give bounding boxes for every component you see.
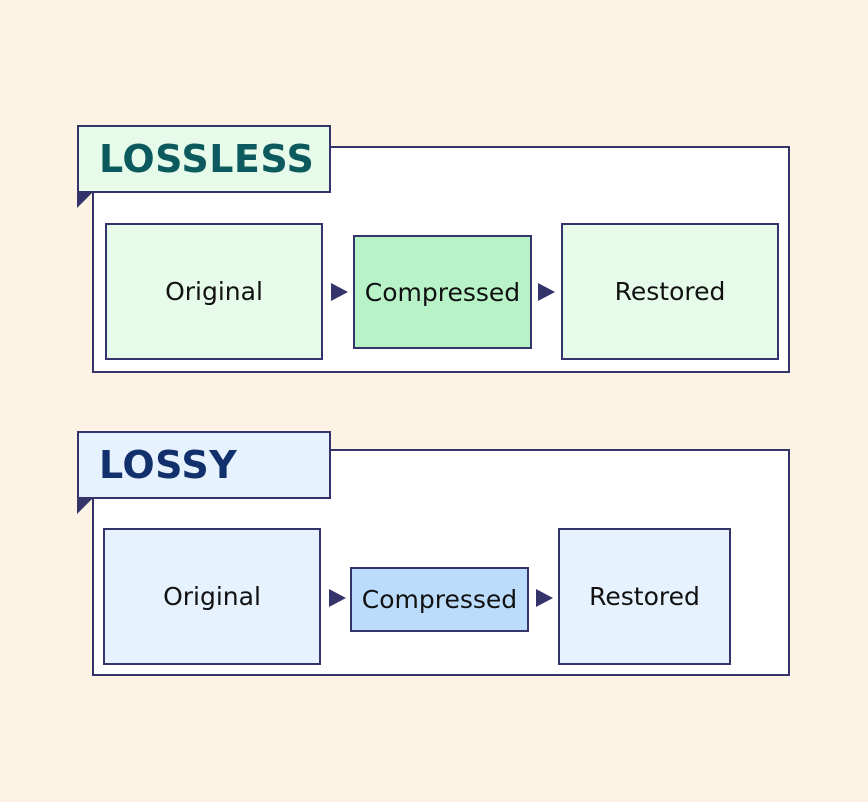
lossless-compressed-box: Compressed <box>353 235 532 349</box>
lossless-title: LOSSLESS <box>77 125 331 193</box>
lossy-restored-box: Restored <box>558 528 731 665</box>
lossy-original-box: Original <box>103 528 321 665</box>
lossless-arrow-right-icon-2 <box>538 283 555 301</box>
lossy-tag-fold <box>77 499 92 514</box>
lossless-original-box: Original <box>105 223 323 360</box>
lossless-restored-box: Restored <box>561 223 779 360</box>
lossy-arrow-right-icon-2 <box>536 589 553 607</box>
lossy-arrow-right-icon-1 <box>329 589 346 607</box>
lossy-compressed-box: Compressed <box>350 567 529 632</box>
lossless-arrow-right-icon-1 <box>331 283 348 301</box>
lossless-tag-fold <box>77 193 92 208</box>
lossy-title: LOSSY <box>77 431 331 499</box>
